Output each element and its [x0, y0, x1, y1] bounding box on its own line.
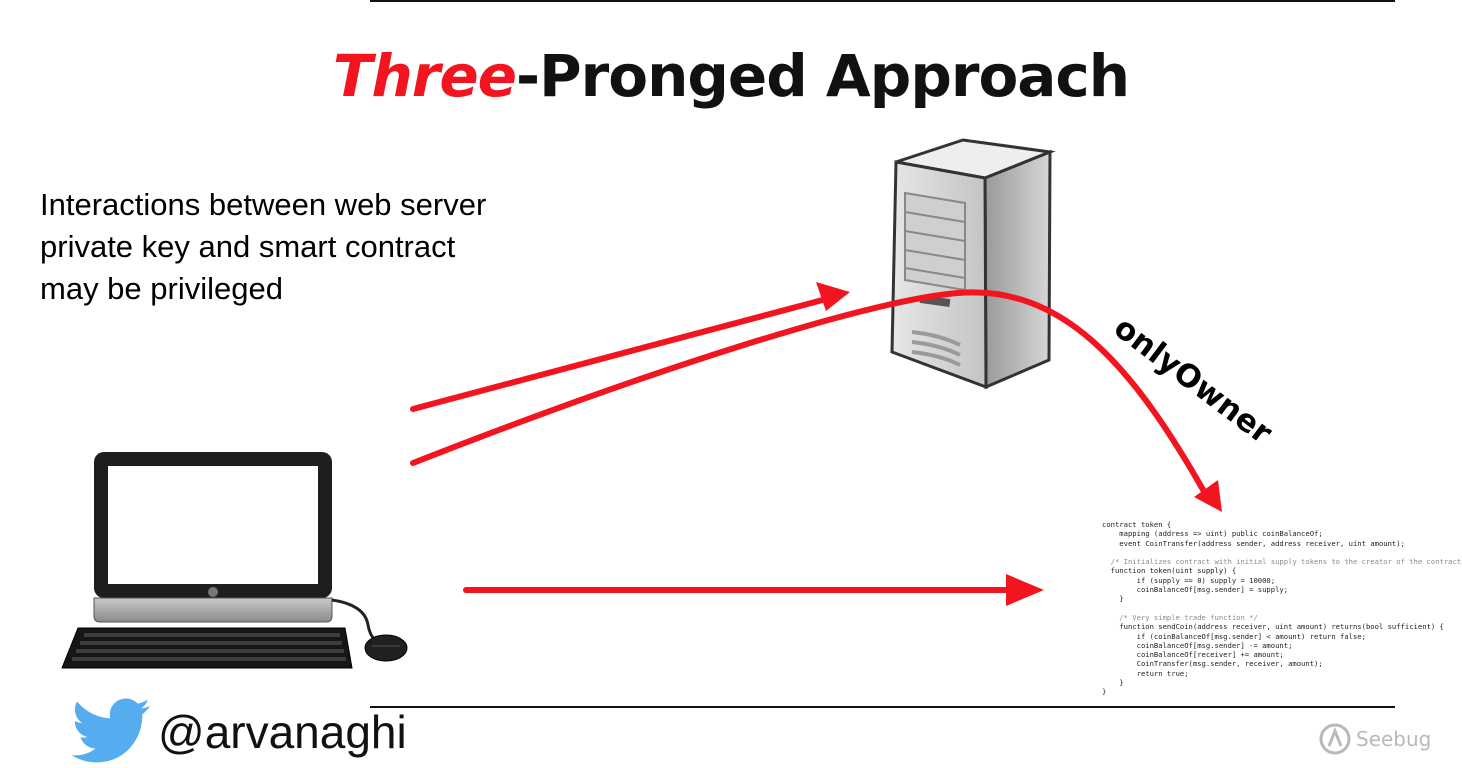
arrow-head: [816, 282, 850, 311]
twitter-bird-icon: [72, 698, 150, 763]
smart-contract-code: contract token { mapping (address => uin…: [1102, 520, 1461, 697]
slide-title: Three-Pronged Approach: [0, 42, 1462, 110]
code-line: function token(uint supply) {: [1102, 566, 1237, 576]
description-line: may be privileged: [40, 271, 283, 306]
watermark-text: Seebug: [1356, 727, 1432, 751]
code-line: coinBalanceOf[receiver] += amount;: [1102, 650, 1284, 660]
code-line: CoinTransfer(msg.sender, receiver, amoun…: [1102, 659, 1323, 669]
code-line: contract token {: [1102, 520, 1172, 529]
code-line: event CoinTransfer(address sender, addre…: [1102, 538, 1405, 548]
seebug-logo-icon: [1319, 723, 1351, 755]
arrow-head: [1006, 574, 1044, 606]
code-comment: /* Initializes contract with initial sup…: [1102, 557, 1462, 567]
arrow-computer-to-server-1: [410, 295, 833, 412]
code-line: coinBalanceOf[msg.sender] = supply;: [1102, 585, 1289, 595]
title-accent: Three: [332, 42, 517, 110]
title-rest: -Pronged Approach: [516, 42, 1130, 110]
code-line: coinBalanceOf[msg.sender] -= amount;: [1102, 640, 1293, 650]
request-arrows: [410, 282, 1222, 606]
code-line: if (coinBalanceOf[msg.sender] < amount) …: [1102, 631, 1366, 641]
code-comment: /* Very simple trade function */: [1102, 612, 1258, 622]
code-line: }: [1102, 687, 1107, 697]
code-line: mapping (address => uint) public coinBal…: [1102, 529, 1323, 539]
arrow-head: [1194, 480, 1222, 512]
code-line: }: [1102, 594, 1124, 604]
arrow-computer-to-contract-via-server: [410, 289, 1209, 498]
server-tower-icon: [890, 138, 1056, 390]
watermark: Seebug: [1318, 722, 1431, 756]
desktop-computer-icon: [61, 452, 408, 669]
description-line: private key and smart contract: [40, 229, 456, 264]
description: Interactions between web server private …: [40, 184, 600, 310]
twitter-handle: @arvanaghi: [158, 706, 407, 758]
code-line: }: [1102, 678, 1124, 688]
code-line: function sendCoin(address receiver, uint…: [1102, 622, 1444, 632]
code-line: return true;: [1102, 668, 1189, 678]
top-rule: [370, 0, 1395, 2]
description-line: Interactions between web server: [40, 187, 487, 222]
bottom-rule: [370, 706, 1395, 708]
code-line: if (supply == 0) supply = 10000;: [1102, 575, 1276, 585]
